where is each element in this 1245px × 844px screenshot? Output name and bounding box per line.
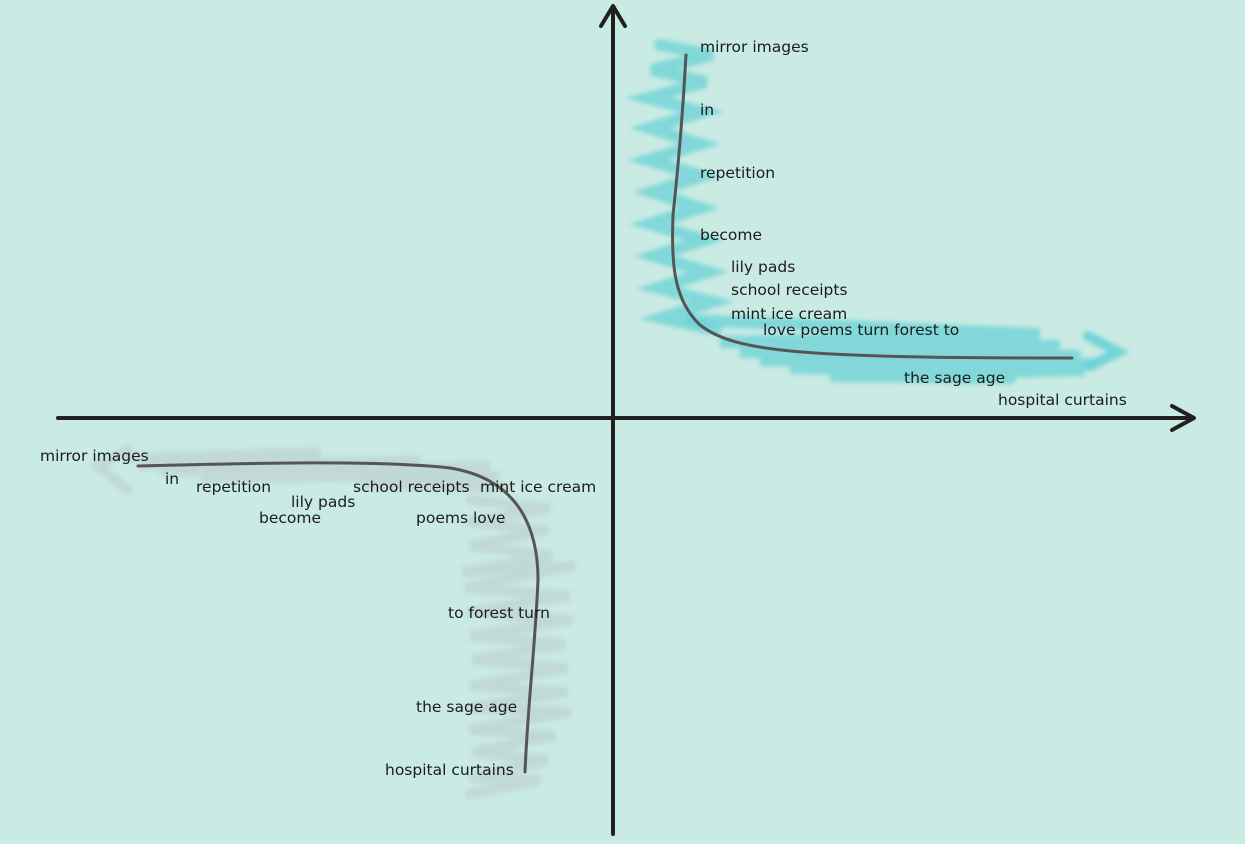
upper-wash-arrowhead [1083, 331, 1129, 371]
lower-label-become: become [259, 509, 322, 527]
lower-wash-vertical [461, 495, 576, 799]
lower-label-mirror-images: mirror images [40, 447, 149, 465]
lower-label-poems-love: poems love [416, 509, 506, 527]
upper-label-mint-ice-cream: mint ice cream [731, 305, 848, 323]
lower-label-repetition: repetition [196, 478, 272, 496]
lower-label-in: in [165, 470, 180, 488]
lower-label-hospital-curtains: hospital curtains [385, 761, 514, 779]
upper-label-become: become [700, 226, 763, 244]
y-axis-arrowhead [599, 4, 627, 28]
lower-label-to-forest-turn: to forest turn [448, 604, 550, 622]
upper-wash-vertical [624, 39, 734, 336]
lower-wash-arrowhead [88, 445, 133, 495]
upper-label-school-receipts: school receipts [731, 281, 848, 299]
axes [56, 4, 1196, 836]
lower-curve-line [136, 461, 540, 774]
upper-label-mirror-images: mirror images [700, 38, 809, 56]
upper-label-love-poems-turn-forest-to: love poems turn forest to [763, 321, 960, 339]
upper-label-lily-pads: lily pads [731, 258, 796, 276]
lower-crayon-wash [88, 445, 576, 799]
lower-label-school-receipts: school receipts [353, 478, 470, 496]
upper-label-repetition: repetition [700, 164, 776, 182]
x-axis-arrowhead [1170, 404, 1196, 432]
lower-label-the-sage-age: the sage age [416, 698, 518, 716]
lower-wash-horizontal [125, 447, 510, 493]
lower-label-mint-ice-cream: mint ice cream [480, 478, 597, 496]
upper-label-in: in [700, 101, 715, 119]
upper-label-hospital-curtains: hospital curtains [998, 391, 1127, 409]
upper-curve-line [671, 53, 1074, 360]
lower-label-lily-pads: lily pads [291, 493, 356, 511]
upper-label-the-sage-age: the sage age [904, 369, 1006, 387]
